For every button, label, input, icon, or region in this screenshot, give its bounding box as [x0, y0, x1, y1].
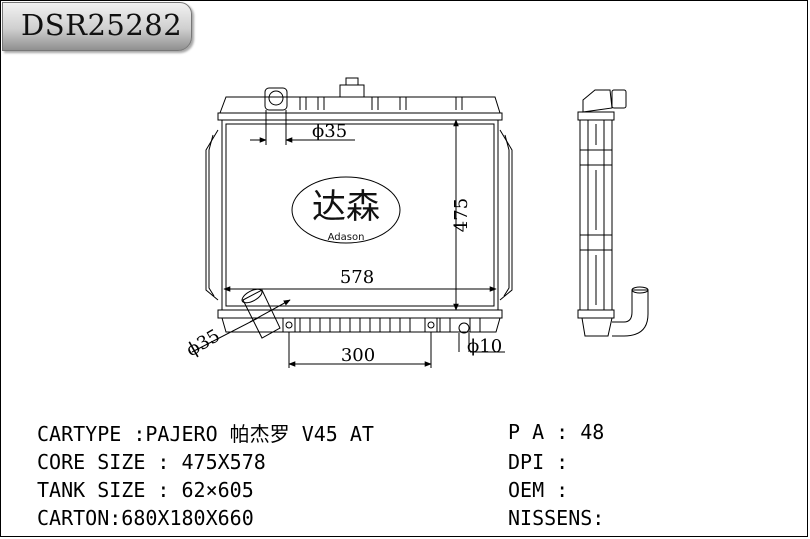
brand-logo: 达森 Adason: [291, 176, 401, 244]
bottom-tank-ribs: [299, 318, 481, 332]
side-top-tank: [582, 89, 613, 113]
top-inlet: [264, 87, 288, 111]
top-tank: [219, 96, 501, 114]
logo-brand: Adason: [328, 232, 365, 243]
cartype-value: PAJERO 帕杰罗 V45 AT: [145, 422, 374, 446]
dim-height: 475: [451, 198, 472, 232]
pa-label: P A :: [508, 420, 569, 444]
drain-fitting-right: [424, 317, 438, 333]
dim-width: 578: [340, 267, 374, 288]
pa-value: 48: [580, 420, 605, 444]
bottom-outlet: [242, 289, 281, 339]
cartype-row: CARTYPE :PAJERO 帕杰罗 V45 AT: [37, 424, 374, 444]
dim-small-hole: ϕ10: [467, 336, 502, 357]
dpi-label: DPI :: [508, 450, 569, 474]
nissens-label: NISSENS:: [508, 506, 605, 530]
dimension-lines: [191, 110, 505, 368]
core-size-label: CORE SIZE :: [37, 450, 170, 474]
cartype-label: CARTYPE :: [37, 422, 146, 446]
dim-spacing: 300: [341, 345, 375, 366]
dim-top-hole: ϕ35: [312, 121, 347, 142]
top-tank-ribs: [299, 97, 463, 110]
carton-row: CARTON:680X180X660: [37, 508, 254, 528]
nissens-row: NISSENS:: [508, 508, 604, 528]
side-top-inlet: [611, 89, 627, 109]
carton-label: CARTON:: [37, 506, 122, 530]
tank-size-label: TANK SIZE :: [37, 478, 170, 502]
side-bottom-outlet: [612, 289, 649, 337]
carton-value: 680X180X660: [121, 506, 254, 530]
front-view: [205, 77, 513, 339]
part-number: DSR25282: [21, 8, 183, 42]
side-view: [577, 89, 649, 337]
side-bottom-tank: [581, 317, 613, 337]
core-size-value: 475X578: [181, 450, 266, 474]
drain-fitting-left: [282, 317, 296, 333]
pa-row: P A : 48: [508, 422, 604, 442]
dpi-row: DPI :: [508, 452, 568, 472]
filler-cap: [339, 84, 365, 98]
left-bracket: [205, 129, 219, 301]
oem-row: OEM :: [508, 480, 568, 500]
small-hole: [458, 322, 470, 334]
tank-size-row: TANK SIZE : 62×605: [37, 480, 254, 500]
core-size-row: CORE SIZE : 475X578: [37, 452, 266, 472]
right-bracket: [499, 129, 513, 301]
bottom-tank: [217, 309, 503, 319]
logo-chinese: 达森: [312, 187, 380, 227]
part-number-tab: DSR25282: [2, 2, 192, 51]
tank-size-value: 62×605: [181, 478, 254, 502]
dim-outlet: ϕ35: [183, 325, 224, 361]
oem-label: OEM :: [508, 478, 569, 502]
